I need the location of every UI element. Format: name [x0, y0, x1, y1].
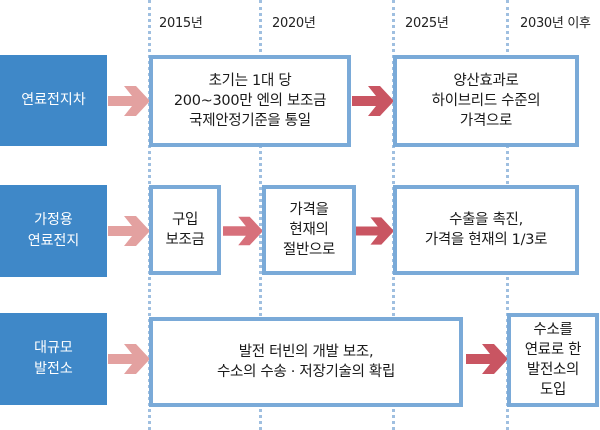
year-label-2025: 2025년: [405, 16, 449, 31]
step-box: 양산효과로 하이브리드 수준의 가격으로: [393, 55, 579, 147]
step-arrow-icon: [223, 216, 263, 246]
category-large-power-plant: 대규모 발전소: [0, 313, 107, 405]
step-box: 초기는 1대 당 200~300만 엔의 보조금 국제안정기준을 통일: [149, 55, 351, 147]
step-arrow-icon: [352, 86, 394, 116]
entry-arrow-icon: [108, 86, 150, 116]
step-box: 수출을 촉진, 가격을 현재의 1/3로: [393, 185, 579, 275]
category-home-fuel-cell: 가정용 연료전지: [0, 185, 107, 277]
step-box: 발전 터빈의 개발 보조, 수소의 수송 · 저장기술의 확립: [149, 317, 463, 407]
year-label-2015: 2015년: [159, 16, 203, 31]
step-box: 수소를 연료로 한 발전소의 도입: [507, 313, 599, 407]
year-label-2020: 2020년: [272, 16, 316, 31]
step-arrow-icon: [466, 344, 508, 374]
category-fuel-cell-vehicle: 연료전지차: [0, 55, 107, 146]
entry-arrow-icon: [108, 216, 150, 246]
entry-arrow-icon: [108, 344, 150, 374]
timeline-guide-2020: [259, 0, 262, 430]
step-box: 구입 보조금: [149, 185, 221, 275]
year-label-2030-after: 2030년 이후: [520, 16, 591, 31]
step-arrow-icon: [356, 217, 394, 245]
step-box: 가격을 현재의 절반으로: [262, 185, 356, 275]
